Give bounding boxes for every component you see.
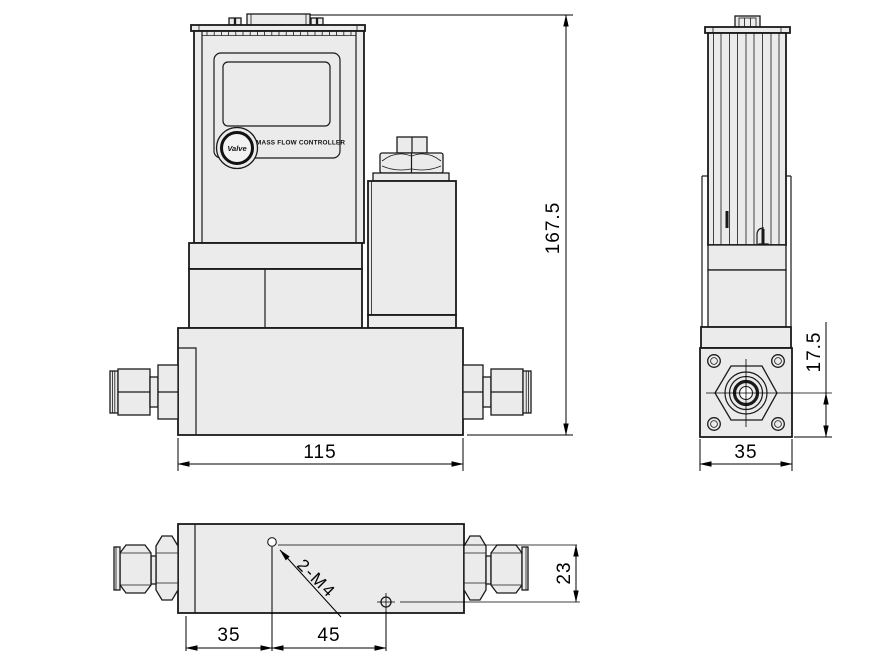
dim-label-23: 23 — [554, 561, 575, 584]
mounting-hole-2 — [377, 593, 395, 611]
product-label: MASS FLOW CONTROLLER — [256, 140, 345, 147]
front-right-fitting — [462, 364, 532, 420]
dim-bottom-holes-y: 23 — [554, 544, 579, 603]
valve-body — [367, 180, 457, 316]
front-left-fitting — [109, 364, 179, 420]
flange-bolt-holes — [707, 354, 785, 431]
dim-front-height: 167.5 — [310, 14, 573, 436]
dim-label-35-side: 35 — [734, 442, 757, 463]
dim-label-17-5: 17.5 — [804, 332, 825, 373]
side-base — [699, 326, 793, 438]
mounting-hole-1 — [267, 537, 277, 547]
front-faceplate: Valve MASS FLOW CONTROLLER — [213, 52, 345, 170]
brand-logo — [220, 131, 254, 165]
dim-label-167-5: 167.5 — [543, 202, 564, 255]
side-clip-detail — [756, 227, 765, 245]
bottom-left-fitting — [113, 535, 179, 601]
front-solenoid-valve — [367, 136, 457, 329]
side-top-connector — [734, 15, 761, 28]
display-window — [222, 61, 331, 127]
port-fitting-end — [706, 359, 790, 427]
dim-side-width: 35 — [699, 439, 793, 471]
front-view: Valve MASS FLOW CONTROLLER — [109, 13, 573, 471]
dim-side-port-offset: 17.5 — [790, 322, 832, 438]
dim-front-width: 115 — [177, 438, 464, 471]
dim-bottom-holes-x: 35 45 — [185, 547, 387, 651]
front-top-connector — [228, 13, 324, 26]
bottom-right-fitting — [463, 535, 529, 601]
side-heatsink-body — [701, 26, 792, 328]
front-base-block — [177, 327, 464, 436]
front-mid-sections — [188, 242, 363, 329]
dim-label-115: 115 — [303, 442, 336, 463]
front-electronics-housing — [190, 24, 366, 244]
bottom-base-block — [177, 523, 465, 614]
heatsink-fins — [713, 33, 780, 245]
bottom-view: 2-M4 35 45 23 — [113, 523, 580, 651]
dim-label-35-bottom: 35 — [217, 625, 240, 646]
brand-logo-text: Valve — [227, 144, 246, 153]
dim-label-45: 45 — [317, 625, 340, 646]
mounting-holes — [267, 537, 580, 611]
side-view: 17.5 35 — [699, 15, 832, 471]
